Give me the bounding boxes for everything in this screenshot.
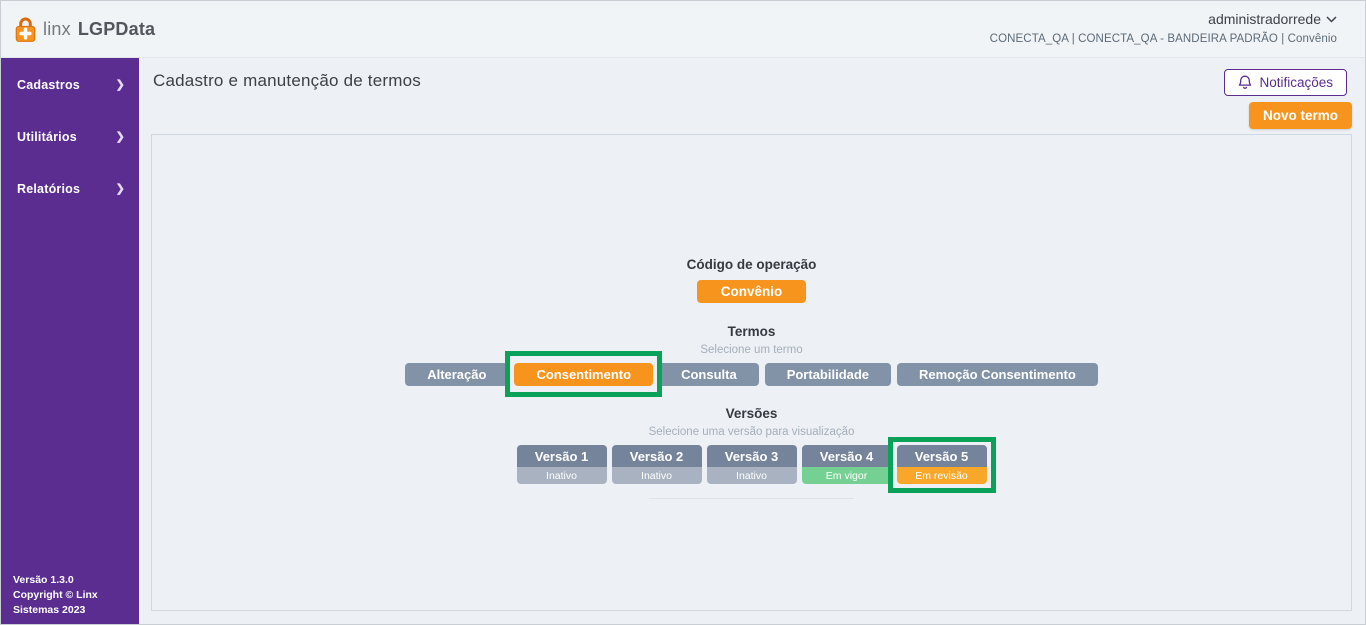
sidebar-item-label: Utilitários	[17, 130, 77, 144]
version-button-3[interactable]: Versão 3 Inativo	[706, 445, 797, 484]
brand-linx: linx	[43, 18, 71, 39]
user-name: administradorrede	[1208, 11, 1321, 28]
sidebar: Cadastros ❯ Utilitários ❯ Relatórios ❯ V…	[1, 58, 139, 624]
sidebar-item-label: Relatórios	[17, 182, 81, 196]
version-button-2[interactable]: Versão 2 Inativo	[611, 445, 702, 484]
notifications-button[interactable]: Notificações	[1224, 69, 1347, 96]
term-button-alteracao[interactable]: Alteração	[405, 363, 509, 386]
notifications-label: Notificações	[1259, 75, 1333, 90]
version-label: Versão 3	[706, 445, 797, 467]
version-status-badge: Inativo	[611, 467, 702, 484]
copyright-line-1: Copyright © Linx	[13, 589, 98, 601]
versions-heading: Versões	[725, 406, 778, 421]
brand-logo: linx LGPData	[15, 16, 155, 43]
brand-product: LGPData	[77, 18, 156, 39]
versions-hint: Selecione uma versão para visualização	[648, 426, 855, 438]
user-menu[interactable]: administradorrede	[990, 12, 1337, 26]
app-version: Versão 1.3.0	[13, 574, 74, 586]
chevron-down-icon	[1326, 16, 1337, 23]
chevron-right-icon: ❯	[115, 130, 125, 143]
main-content: Cadastro e manutenção de termos Notifica…	[139, 58, 1365, 624]
version-status-badge: Em vigor	[801, 467, 892, 484]
sidebar-item-label: Cadastros	[17, 78, 80, 92]
version-status-badge: Em revisão	[896, 467, 987, 484]
version-label: Versão 2	[611, 445, 702, 467]
chevron-right-icon: ❯	[115, 182, 125, 195]
version-status-badge: Inativo	[706, 467, 797, 484]
operation-heading: Código de operação	[686, 257, 817, 272]
version-status-badge: Inativo	[516, 467, 607, 484]
sidebar-item-relatorios[interactable]: Relatórios ❯	[1, 169, 139, 209]
version-label: Versão 5	[896, 445, 987, 467]
versions-row: Versão 1 Inativo Versão 2 Inativo Versão…	[516, 437, 996, 493]
term-button-remocao-consentimento[interactable]: Remoção Consentimento	[897, 363, 1098, 386]
sidebar-item-utilitarios[interactable]: Utilitários ❯	[1, 117, 139, 157]
chevron-right-icon: ❯	[115, 78, 125, 91]
terms-heading: Termos	[727, 324, 776, 339]
divider	[649, 498, 854, 499]
version-label: Versão 1	[516, 445, 607, 467]
lock-icon	[15, 17, 36, 42]
top-header: linx LGPData administradorrede CONECTA_Q…	[1, 1, 1365, 58]
copyright-line-2: Sistemas 2023	[13, 604, 86, 616]
bell-icon	[1239, 75, 1252, 89]
version-button-5[interactable]: Versão 5 Em revisão	[896, 445, 987, 484]
page-title: Cadastro e manutenção de termos	[153, 71, 421, 90]
term-button-portabilidade[interactable]: Portabilidade	[764, 363, 892, 386]
sidebar-footer: Versão 1.3.0 Copyright © Linx Sistemas 2…	[1, 573, 139, 624]
terms-hint: Selecione um termo	[700, 344, 803, 356]
sidebar-item-cadastros[interactable]: Cadastros ❯	[1, 65, 139, 105]
operation-value-button[interactable]: Convênio	[696, 280, 807, 303]
new-term-button[interactable]: Novo termo	[1248, 102, 1352, 129]
term-button-consentimento[interactable]: Consentimento	[514, 363, 654, 386]
term-button-consulta[interactable]: Consulta	[659, 363, 759, 386]
version-label: Versão 4	[801, 445, 892, 467]
user-context: CONECTA_QA | CONECTA_QA - BANDEIRA PADRÃ…	[989, 33, 1337, 46]
terms-row: Alteração Consentimento Consulta Portabi…	[405, 351, 1098, 397]
version-button-4[interactable]: Versão 4 Em vigor	[801, 445, 892, 484]
terms-panel: Código de operação Convênio Termos Selec…	[151, 134, 1352, 611]
version-button-1[interactable]: Versão 1 Inativo	[516, 445, 607, 484]
